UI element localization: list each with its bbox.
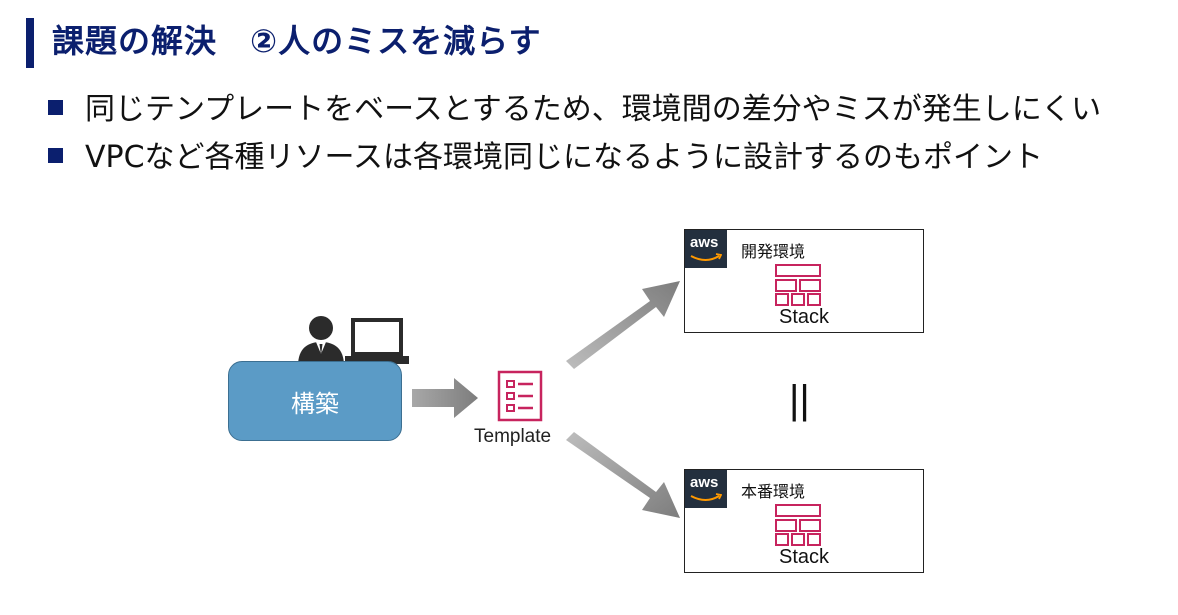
template-label: Template — [474, 426, 552, 447]
bullet-text: VPCなど各種リソースは各環境同じになるように設計するのもポイント — [85, 140, 1044, 175]
build-label: 構築 — [291, 389, 339, 418]
bullet-item: 同じテンプレートをベースとするため、環境間の差分やミスが発生しにくい — [48, 84, 1101, 128]
prod-environment-box: aws 本番環境 Stack — [684, 469, 924, 573]
stack-label: Stack — [778, 306, 830, 328]
bullet-square-icon — [48, 148, 63, 163]
template-icon — [497, 370, 543, 422]
arrow-to-prod-icon — [566, 432, 680, 518]
arrow-to-template-icon — [412, 378, 478, 418]
aws-logo-icon: aws — [685, 470, 727, 508]
arrow-to-dev-icon — [566, 281, 680, 369]
stack-icon — [775, 264, 821, 306]
aws-logo-icon: aws — [685, 230, 727, 268]
bullet-item: VPCなど各種リソースは各環境同じになるように設計するのもポイント — [48, 132, 1043, 176]
build-box: 構築 — [228, 361, 402, 441]
bullet-square-icon — [48, 100, 63, 115]
dev-environment-box: aws 開発環境 Stack — [684, 229, 924, 333]
person-icon — [298, 316, 344, 366]
env-name: 本番環境 — [741, 482, 806, 501]
stack-label: Stack — [778, 546, 830, 568]
env-name: 開発環境 — [741, 242, 806, 261]
bullet-text: 同じテンプレートをベースとするため、環境間の差分やミスが発生しにくい — [85, 92, 1102, 127]
laptop-icon — [345, 318, 409, 364]
slide-title: 課題の解決 ②人のミスを減らす — [52, 22, 542, 60]
title-accent-bar — [26, 18, 34, 68]
stack-icon — [775, 504, 821, 546]
equals-sign: || — [789, 378, 810, 422]
